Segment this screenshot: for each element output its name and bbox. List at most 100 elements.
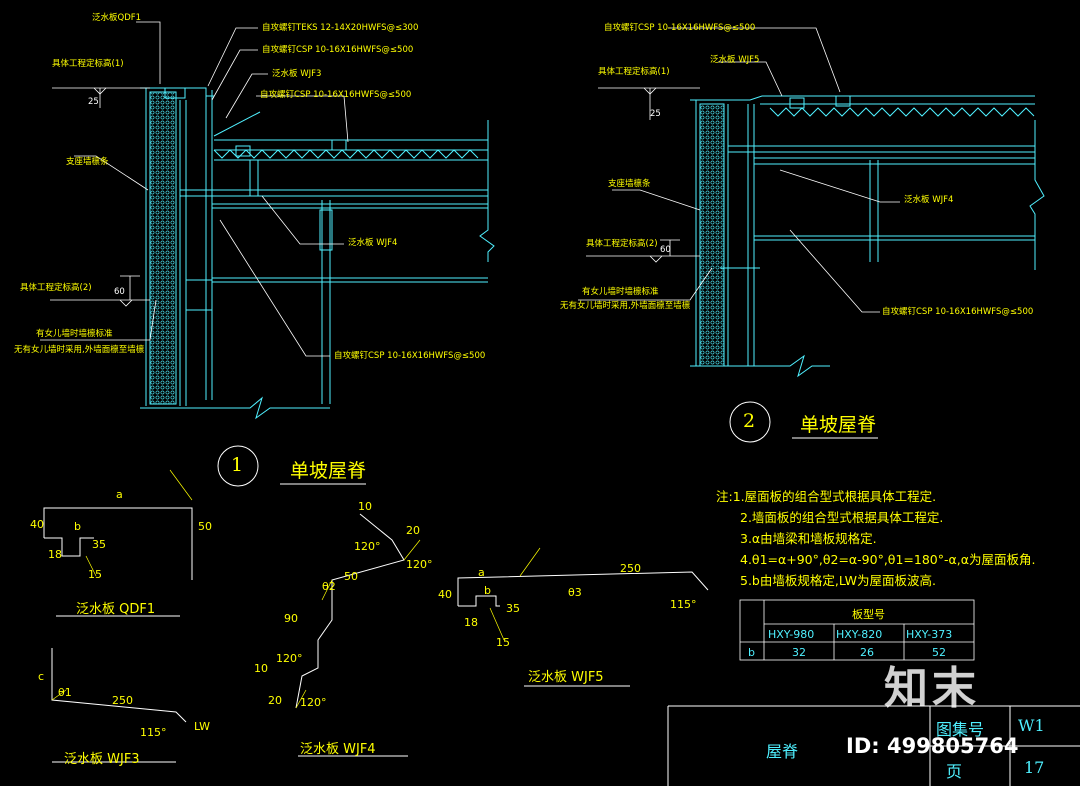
qdf1-dim-a: a	[116, 488, 123, 501]
note-1: 注:1.屋面板的组合型式根据具体工程定.	[716, 489, 937, 504]
wjf3-dim-theta1: θ1	[58, 686, 72, 699]
wjf4-dim-10b: 10	[254, 662, 268, 675]
wjf4-dim-120c: 120°	[276, 652, 303, 665]
title-block-page-no: 17	[1024, 758, 1045, 777]
title-block-atlas-label: 图集号	[936, 720, 985, 739]
watermark-logo: 知末	[884, 663, 980, 714]
watermark-id: ID: 499805764	[846, 734, 1019, 758]
label-screw-csp-2: 自攻螺钉CSP 10-16X16HWFS@≤500	[260, 90, 412, 100]
label-flash-qdf1: 泛水板QDF1	[92, 13, 142, 23]
label2-girt: 支座墙檩条	[608, 179, 651, 189]
wjf5-dim-115: 115°	[670, 598, 697, 611]
title-block-atlas-no: W1	[1018, 716, 1045, 735]
profile-wjf4-name: 泛水板 WJF4	[300, 742, 376, 757]
label-level-2: 具体工程定标高(2)	[20, 283, 92, 293]
label-girt: 支座墙檩条	[66, 157, 109, 167]
label-flash-wjf3: 泛水板 WJF3	[272, 69, 322, 79]
profile-wjf3	[51, 648, 187, 763]
qdf1-dim-40: 40	[30, 518, 44, 531]
dim-60-1: 60	[114, 287, 125, 297]
spec-table-val-1: 32	[792, 646, 806, 659]
wall-panel-insulation-2	[699, 103, 725, 367]
detail-2-circle	[729, 401, 771, 443]
title-block-drawing-name: 屋脊	[766, 742, 799, 761]
profile-wjf3-name: 泛水板 WJF3	[64, 752, 140, 767]
label2-level-1: 具体工程定标高(1)	[598, 67, 670, 77]
level-markers-1	[50, 87, 150, 307]
detail-1-section	[140, 87, 495, 420]
profile-wjf4	[295, 513, 421, 757]
dim-25-1: 25	[88, 97, 99, 107]
wjf4-dim-120a: 120°	[354, 540, 381, 553]
wjf5-dim-18: 18	[464, 616, 478, 629]
detail-1-circle	[217, 445, 259, 487]
wall-panel-insulation-1	[149, 91, 177, 405]
wjf5-dim-15: 15	[496, 636, 510, 649]
wjf5-dim-b: b	[484, 584, 491, 597]
label-level-1: 具体工程定标高(1)	[52, 59, 124, 69]
label2-screw-csp-bottom: 自攻螺钉CSP 10-16X16HWFS@≤500	[882, 307, 1034, 317]
note-5: 5.b由墙板规格定,LW为屋面板波高.	[740, 573, 936, 588]
qdf1-dim-35: 35	[92, 538, 106, 551]
label-note-b: 无有女儿墙时采用,外墙面檩至墙檩	[14, 345, 145, 355]
detail-1-leaders	[40, 21, 349, 357]
roof-corrugation-2	[769, 107, 1035, 117]
qdf1-dim-15: 15	[88, 568, 102, 581]
label-screw-csp-3: 自攻螺钉CSP 10-16X16HWFS@≤500	[334, 351, 486, 361]
title-block-page-label: 页	[946, 762, 963, 781]
wjf5-dim-theta3: θ3	[568, 586, 582, 599]
label-flash-wjf4: 泛水板 WJF4	[348, 238, 398, 248]
wjf4-dim-50: 50	[344, 570, 358, 583]
detail-2-number: 2	[743, 410, 756, 432]
wjf4-dim-20a: 20	[406, 524, 420, 537]
wjf3-dim-c: c	[38, 670, 45, 683]
label2-note-a: 有女儿墙时墙檩标准	[582, 287, 659, 297]
label2-screw-csp-top: 自攻螺钉CSP 10-16X16HWFS@≤500	[604, 23, 756, 33]
roof-corrugation-1	[213, 149, 479, 159]
wjf3-dim-250: 250	[112, 694, 133, 707]
title-block-frame	[667, 705, 1080, 786]
wjf4-dim-20b: 20	[268, 694, 282, 707]
wjf5-dim-40: 40	[438, 588, 452, 601]
wjf3-dim-lw: LW	[194, 720, 210, 733]
wjf5-dim-250: 250	[620, 562, 641, 575]
detail-markers	[217, 401, 878, 487]
dim-60-2: 60	[660, 245, 671, 255]
profile-wjf5-name: 泛水板 WJF5	[528, 670, 604, 685]
label2-level-2: 具体工程定标高(2)	[586, 239, 658, 249]
spec-table-val-3: 52	[932, 646, 946, 659]
wjf5-dim-a: a	[478, 566, 485, 579]
detail-2-leaders	[578, 27, 900, 313]
note-4: 4.θ1=α+90°,θ2=α-90°,θ1=180°-α,α为屋面板角.	[740, 552, 1036, 567]
wjf5-dim-35: 35	[506, 602, 520, 615]
wjf4-dim-120b: 120°	[406, 558, 433, 571]
wjf4-dim-theta2: θ2	[322, 580, 336, 593]
label-note-a: 有女儿墙时墙檩标准	[36, 329, 113, 339]
qdf1-dim-50: 50	[198, 520, 212, 533]
wjf4-dim-10a: 10	[358, 500, 372, 513]
wjf4-dim-90: 90	[284, 612, 298, 625]
level-markers-2	[586, 87, 700, 263]
dim-25-2: 25	[650, 109, 661, 119]
label2-flash-wjf5: 泛水板 WJF5	[710, 55, 760, 65]
note-3: 3.α由墙梁和墙板规格定.	[740, 531, 877, 546]
spec-table-grid	[739, 599, 975, 661]
qdf1-dim-18: 18	[48, 548, 62, 561]
detail-1-title: 单坡屋脊	[290, 460, 367, 482]
spec-table-row-label: b	[748, 646, 755, 659]
note-2: 2.墙面板的组合型式根据具体工程定.	[740, 510, 944, 525]
label-screw-csp-1: 自攻螺钉CSP 10-16X16HWFS@≤500	[262, 45, 414, 55]
spec-table-col-2: HXY-820	[836, 628, 883, 641]
wjf4-dim-120d: 120°	[300, 696, 327, 709]
spec-table-val-2: 26	[860, 646, 874, 659]
spec-table-header: 板型号	[852, 608, 885, 621]
detail-2-title: 单坡屋脊	[800, 414, 877, 436]
detail-2-section	[690, 95, 1045, 378]
qdf1-dim-b: b	[74, 520, 81, 533]
spec-table-col-1: HXY-980	[768, 628, 815, 641]
label-screw-teks: 自攻螺钉TEKS 12-14X20HWFS@≤300	[262, 23, 419, 33]
wjf3-dim-115: 115°	[140, 726, 167, 739]
label2-flash-wjf4: 泛水板 WJF4	[904, 195, 954, 205]
profile-wjf5	[457, 547, 709, 687]
